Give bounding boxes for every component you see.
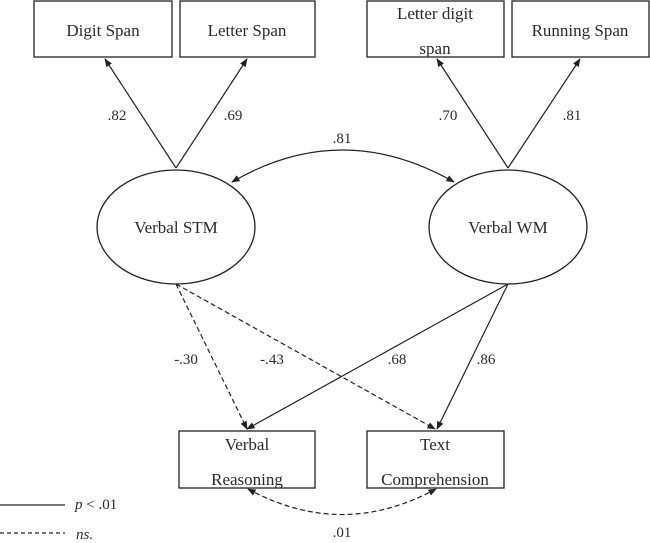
latent-label: Verbal STM [134,218,218,237]
node-label-line1: Text [420,435,450,454]
path-stm-verbal-reasoning [175,283,248,430]
node-label: Digit Span [66,21,140,40]
node-running-span: Running Span [511,0,650,58]
coef-stm-text-comprehension: -.43 [260,352,284,368]
node-letter-span: Letter Span [179,0,316,58]
latent-verbal-stm: Verbal STM [96,169,256,285]
node-label: Letter Span [208,21,287,40]
node-label-line2: span [419,39,451,58]
coef-wm-letter-digit-span: .70 [439,108,458,124]
path-stm-letter-span [175,58,248,169]
latent-verbal-wm: Verbal WM [428,169,588,285]
legend: p < .01 ns. [0,497,117,543]
node-verbal-reasoning: Verbal Reasoning [178,430,316,489]
coef-stm-letter-span: .69 [224,108,243,124]
path-wm-running-span [507,58,581,169]
node-label-line1: Letter digit [397,4,473,23]
coef-stm-wm: .81 [333,131,352,147]
node-label-line1: Verbal [225,435,270,454]
path-stm-text-comprehension [175,283,436,430]
node-text-comprehension: Text Comprehension [366,430,505,489]
legend-dashed-label: ns. [76,527,93,543]
coef-wm-running-span: .81 [563,108,582,124]
legend-solid-label: p < .01 [74,497,117,513]
path-wm-text-comprehension [436,283,509,430]
node-label: Running Span [532,21,629,40]
coef-stm-verbal-reasoning: -.30 [174,352,198,368]
path-stm-digit-span [104,58,177,169]
coef-reasoning-comprehension: .01 [333,525,352,541]
node-digit-span: Digit Span [33,0,173,58]
path-wm-verbal-reasoning [246,283,509,430]
path-wm-letter-digit-span [436,58,509,169]
covariance-stm-wm [231,149,455,183]
coef-stm-digit-span: .82 [108,108,127,124]
latent-label: Verbal WM [468,218,547,237]
node-label-line2: Reasoning [211,470,283,489]
node-label-line2: Comprehension [381,470,489,489]
coef-wm-verbal-reasoning: .68 [388,352,407,368]
covariance-reasoning-comprehension [247,488,437,515]
coef-wm-text-comprehension: .86 [477,352,496,368]
node-letter-digit-span: Letter digit span [366,0,505,58]
